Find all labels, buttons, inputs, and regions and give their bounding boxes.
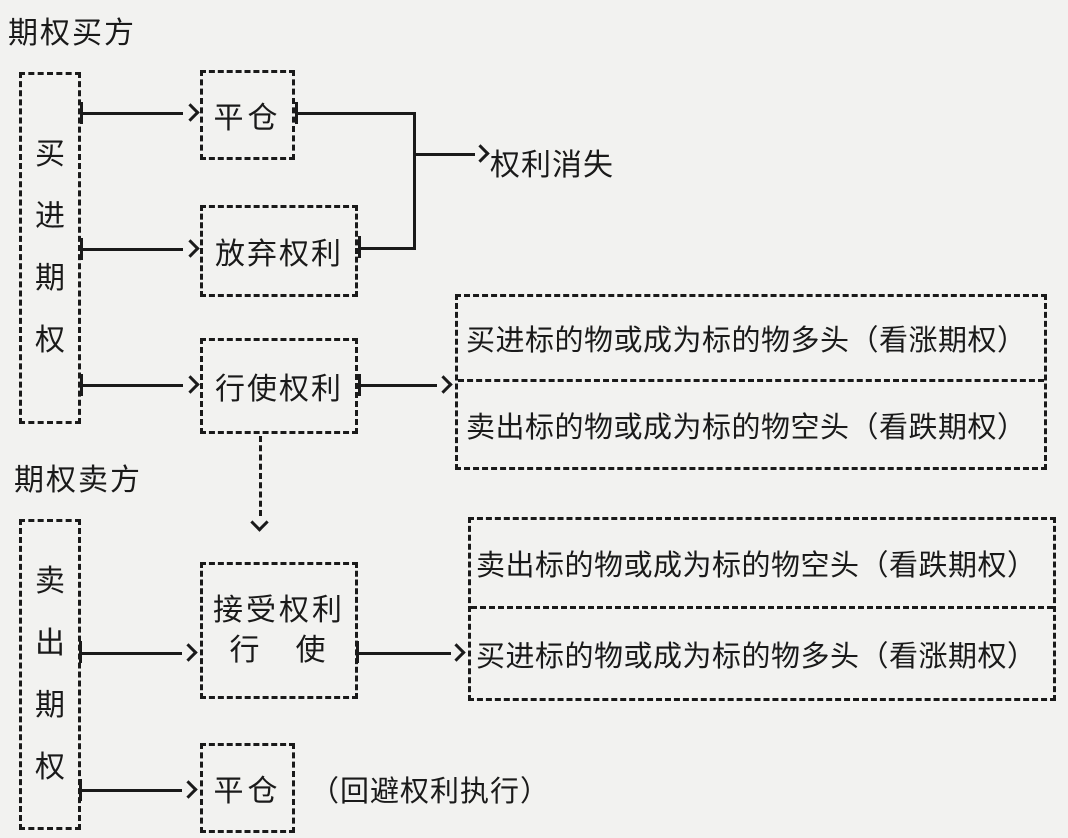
arrow-buyer-to-abandon <box>83 248 183 251</box>
seller-outcome-top-row: 卖出标的物或成为标的物空头（看跌期权） <box>471 520 1053 609</box>
buyer-close-box: 平仓 <box>200 70 295 160</box>
connector-tick <box>356 641 359 663</box>
rights-lost-label: 权利消失 <box>490 149 614 182</box>
connector-junction-vertical <box>413 112 416 250</box>
seller-position-box: 卖出期权 <box>19 519 81 830</box>
arrow-exercise-to-accept <box>259 436 262 516</box>
seller-close-box-label: 平仓 <box>213 775 282 808</box>
arrowhead-icon <box>447 643 466 662</box>
arrowhead-icon <box>181 103 200 122</box>
arrowhead-icon <box>250 513 269 532</box>
arrowhead-icon <box>181 375 200 394</box>
buyer-exercise-box: 行使权利 <box>200 338 358 434</box>
arrow-seller-to-accept <box>82 652 182 655</box>
arrow-buyer-to-exercise <box>83 384 183 387</box>
seller-outcome-box: 卖出标的物或成为标的物空头（看跌期权） 买进标的物或成为标的物多头（看涨期权） <box>468 517 1056 701</box>
arrowhead-icon <box>471 144 490 163</box>
connector-tick <box>80 238 83 260</box>
seller-accept-box-line2: 行 使 <box>229 633 329 667</box>
connector-tick <box>358 236 361 258</box>
arrow-buyer-to-close <box>83 112 183 115</box>
arrowhead-icon <box>179 643 198 662</box>
arrowhead-icon <box>181 239 200 258</box>
buyer-exercise-box-label: 行使权利 <box>215 373 343 406</box>
seller-close-box: 平仓 <box>200 743 295 833</box>
connector-close-to-junction <box>298 112 416 115</box>
connector-tick <box>358 374 361 396</box>
arrow-seller-to-close <box>82 789 182 792</box>
seller-section-label: 期权卖方 <box>14 464 142 497</box>
seller-accept-box: 接受权利 行 使 <box>200 562 358 699</box>
seller-position-box-label: 卖出期权 <box>35 564 65 784</box>
buyer-section-label: 期权买方 <box>8 17 136 50</box>
arrowhead-icon <box>179 780 198 799</box>
buyer-abandon-box: 放弃权利 <box>200 205 358 297</box>
buyer-position-box-label: 买进期权 <box>35 138 65 357</box>
buyer-position-box: 买进期权 <box>19 72 81 424</box>
connector-tick <box>80 102 83 124</box>
buyer-outcome-top-row: 买进标的物或成为标的物多头（看涨期权） <box>458 297 1044 382</box>
arrow-accept-to-outcome <box>359 652 451 655</box>
seller-close-note: （回避权利执行） <box>310 776 551 808</box>
buyer-outcome-bottom-row: 卖出标的物或成为标的物空头（看跌期权） <box>466 411 1027 444</box>
arrow-exercise-to-outcome <box>361 384 437 387</box>
buyer-close-box-label: 平仓 <box>213 102 282 135</box>
arrowhead-icon <box>434 375 453 394</box>
connector-tick <box>79 779 82 801</box>
connector-tick <box>79 641 82 663</box>
connector-abandon-to-junction <box>361 247 416 250</box>
connector-tick <box>80 374 83 396</box>
connector-tick <box>295 102 298 124</box>
buyer-abandon-box-label: 放弃权利 <box>215 238 343 271</box>
buyer-outcome-box: 买进标的物或成为标的物多头（看涨期权） 卖出标的物或成为标的物空头（看跌期权） <box>455 294 1047 470</box>
seller-accept-box-line1: 接受权利 <box>213 593 345 627</box>
arrow-junction-to-rights-lost <box>413 153 475 156</box>
seller-outcome-bottom-row: 买进标的物或成为标的物多头（看涨期权） <box>476 640 1037 673</box>
